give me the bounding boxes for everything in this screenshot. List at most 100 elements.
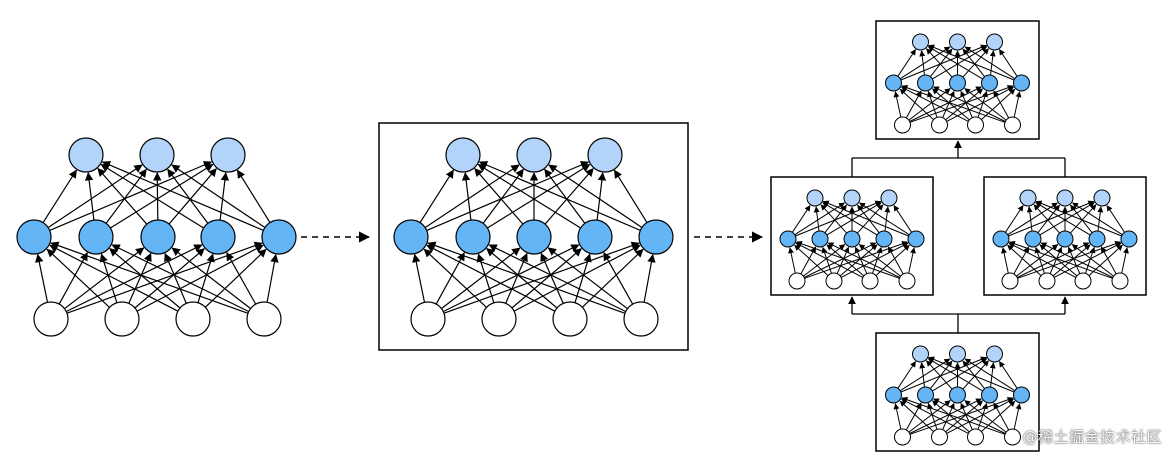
net3-top-hidden-output-edge bbox=[919, 50, 926, 76]
net1-hidden-output-edge bbox=[236, 169, 271, 223]
net3-right-hidden-output-edge bbox=[1035, 202, 1091, 236]
net1-hidden-node bbox=[16, 219, 52, 255]
net3-right-hidden-node bbox=[1120, 230, 1138, 248]
net3-top-input-node bbox=[931, 116, 948, 134]
net3-left-hidden-output-edge bbox=[794, 202, 845, 236]
net3-top-hidden-output-edge bbox=[928, 44, 1015, 81]
net2-input-hidden-edge bbox=[443, 244, 580, 313]
net2-input-node bbox=[410, 301, 446, 337]
net2-output-node bbox=[445, 137, 481, 173]
net2-input-hidden-edge bbox=[426, 244, 556, 312]
net1-hidden-output-edge bbox=[47, 164, 143, 229]
net3-left-hidden-output-edge bbox=[857, 204, 880, 234]
net2-hidden-output-edge bbox=[482, 168, 524, 224]
net1-output-node bbox=[210, 137, 246, 173]
net2-input-hidden-edge bbox=[488, 244, 626, 313]
net3-bottom-input-node bbox=[894, 428, 911, 446]
net2-input-hidden-edge bbox=[427, 241, 626, 314]
net2-input-hidden-edge bbox=[511, 248, 582, 309]
net1-hidden-output-edge bbox=[110, 163, 214, 229]
net3-right-input-hidden-edge bbox=[1013, 246, 1030, 275]
net3-bottom-input-hidden-edge bbox=[901, 396, 1006, 435]
net3-left-output-node bbox=[806, 189, 824, 207]
net3-left-input-hidden-edge bbox=[794, 244, 829, 276]
net2-input-hidden-edge bbox=[603, 251, 634, 305]
net3-bottom-input-hidden-edge bbox=[905, 402, 922, 431]
net3-top-input-hidden-edge bbox=[893, 91, 902, 118]
net1-hidden-node bbox=[78, 219, 114, 255]
net2-hidden-output-edge bbox=[461, 172, 472, 221]
net3-top-hidden-output-edge bbox=[927, 46, 983, 80]
network-nodes bbox=[16, 33, 1138, 446]
net1-input-hidden-edge bbox=[136, 244, 264, 312]
net3-left-hidden-node bbox=[907, 230, 925, 248]
net3-top-input-node bbox=[1004, 116, 1021, 134]
net3-top-hidden-output-edge bbox=[998, 48, 1018, 77]
net3-left-hidden-node bbox=[811, 230, 829, 248]
net3-top-input-hidden-edge bbox=[905, 90, 922, 119]
net2-hidden-node bbox=[638, 219, 674, 255]
net3-right-hidden-node bbox=[1024, 230, 1042, 248]
net1-input-hidden-edge bbox=[50, 241, 249, 314]
net3-top-hidden-output-edge bbox=[897, 48, 917, 77]
net1-hidden-output-edge bbox=[105, 168, 147, 224]
net3-top-input-hidden-edge bbox=[946, 86, 1015, 122]
net3-right-input-hidden-edge bbox=[1008, 240, 1113, 279]
net1-output-node bbox=[139, 137, 175, 173]
net3-left-input-hidden-edge bbox=[839, 244, 878, 277]
net3-right-output-node bbox=[1019, 189, 1037, 207]
net3-right-hidden-output-edge bbox=[1026, 206, 1033, 232]
net2-hidden-output-edge bbox=[419, 169, 454, 223]
net3-top-input-hidden-edge bbox=[933, 86, 1006, 122]
net3-bottom-output-node bbox=[912, 345, 929, 363]
net1-hidden-node bbox=[261, 219, 297, 255]
net3-left-hidden-output-edge bbox=[791, 204, 811, 233]
net3-right-input-hidden-edge bbox=[1039, 244, 1078, 277]
net3-right-input-hidden-edge bbox=[1001, 247, 1009, 274]
net3-left-input-hidden-edge bbox=[800, 246, 817, 275]
net2-input-hidden-edge bbox=[547, 247, 628, 310]
net3-left-input-node bbox=[825, 272, 843, 290]
net3-bottom-input-node bbox=[967, 428, 984, 446]
net3-left-hidden-node bbox=[875, 230, 893, 248]
net3-bottom-input-hidden-edge bbox=[981, 400, 1016, 432]
net3-right-hidden-output-edge bbox=[1070, 204, 1093, 234]
net2-output-node bbox=[587, 137, 623, 173]
net1-hidden-output-edge bbox=[171, 164, 266, 228]
net3-right-input-hidden-edge bbox=[1040, 242, 1114, 278]
net3-left-input-hidden-edge bbox=[840, 242, 909, 278]
net1-input-hidden-edge bbox=[35, 253, 49, 303]
net3-bottom-input-node bbox=[1004, 428, 1021, 446]
net1-hidden-output-edge bbox=[167, 168, 209, 224]
net3-top-output-node bbox=[986, 33, 1003, 51]
net3-top-hidden-node bbox=[885, 74, 902, 92]
net2-input-hidden-edge bbox=[412, 253, 426, 303]
net3-right-input-hidden-edge bbox=[1100, 246, 1117, 275]
net3-top-hidden-node bbox=[917, 74, 934, 92]
net3-bottom-hidden-output-edge bbox=[962, 360, 989, 390]
net3-bottom-input-hidden-edge bbox=[908, 400, 951, 433]
net3-left-input-hidden-edge bbox=[854, 246, 868, 274]
net3-bottom-hidden-output-edge bbox=[928, 356, 1015, 393]
net2-input-hidden-edge bbox=[574, 253, 592, 303]
net3-right-hidden-output-edge bbox=[1106, 204, 1126, 233]
net3-bottom-hidden-output-edge bbox=[926, 360, 953, 390]
net3-bottom-hidden-output-edge bbox=[897, 360, 917, 389]
net3-top-input-node bbox=[894, 116, 911, 134]
net2-output-node bbox=[516, 137, 552, 173]
net1-hidden-node bbox=[140, 219, 176, 255]
net3-left-hidden-output-edge bbox=[822, 200, 909, 237]
net2-hidden-output-edge bbox=[474, 167, 524, 225]
net2-input-hidden-edge bbox=[513, 244, 641, 312]
net2-hidden-node bbox=[577, 219, 613, 255]
net1-input-hidden-edge bbox=[197, 253, 215, 303]
net3-right-hidden-output-edge bbox=[1004, 204, 1024, 233]
net3-right-hidden-node bbox=[992, 230, 1010, 248]
net3-top-input-hidden-edge bbox=[931, 88, 970, 121]
net3-right-hidden-node bbox=[1088, 230, 1106, 248]
net3-right-input-hidden-edge bbox=[1121, 247, 1129, 274]
net1-input-hidden-edge bbox=[109, 248, 181, 309]
net2-hidden-output-edge bbox=[613, 169, 648, 223]
net3-top-input-hidden-edge bbox=[901, 84, 1006, 123]
net1-hidden-output-edge bbox=[153, 172, 162, 221]
